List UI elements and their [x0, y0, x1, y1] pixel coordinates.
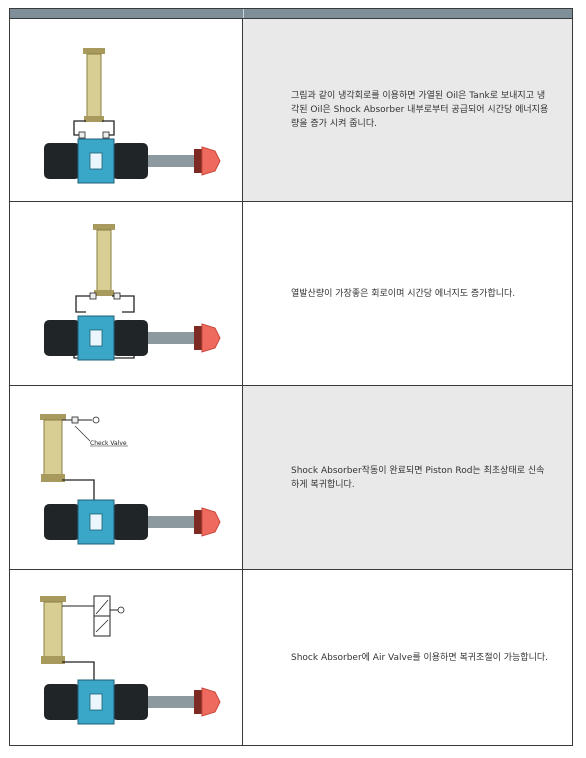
shock-absorber-diagram	[44, 224, 221, 361]
row-description: 그림과 같이 냉각회로를 이용하면 가열된 Oil은 Tank로 보내지고 냉각…	[291, 91, 549, 129]
circuit-table: 그림과 같이 냉각회로를 이용하면 가열된 Oil은 Tank로 보내지고 냉각…	[9, 8, 573, 746]
table-row: Shock Absorber에 Air Valve를 이용하면 복귀조절이 가능…	[10, 569, 572, 745]
row-description: Shock Absorber에 Air Valve를 이용하면 복귀조절이 가능…	[291, 652, 548, 663]
shock-absorber-diagram	[44, 48, 221, 184]
circuit-image-check-valve: Check Valve	[10, 386, 243, 569]
shock-absorber-diagram: Check Valve	[40, 414, 221, 545]
circuit-image-heat-dissipation	[10, 202, 243, 385]
table-row: Check Valve Shock Absorber작동이 완료되면 Pisto…	[10, 385, 572, 569]
row-description-cell: Shock Absorber작동이 완료되면 Piston Rod는 최초상태로…	[243, 386, 572, 569]
table-row: 그림과 같이 냉각회로를 이용하면 가열된 Oil은 Tank로 보내지고 냉각…	[10, 18, 572, 201]
row-description-cell: 그림과 같이 냉각회로를 이용하면 가열된 Oil은 Tank로 보내지고 냉각…	[243, 19, 572, 201]
table-header	[10, 9, 572, 18]
row-description-cell: 열발산량이 가장좋은 회로이며 시간당 에너지도 증가합니다.	[243, 202, 572, 385]
row-description-cell: Shock Absorber에 Air Valve를 이용하면 복귀조절이 가능…	[243, 570, 572, 745]
row-description: 열발산량이 가장좋은 회로이며 시간당 에너지도 증가합니다.	[291, 288, 516, 299]
row-description: Shock Absorber작동이 완료되면 Piston Rod는 최초상태로…	[291, 465, 545, 490]
header-divider	[243, 9, 244, 18]
circuit-image-air-valve	[10, 570, 243, 745]
check-valve-label: Check Valve	[90, 440, 127, 447]
table-row: 열발산량이 가장좋은 회로이며 시간당 에너지도 증가합니다.	[10, 201, 572, 385]
shock-absorber-diagram	[40, 595, 221, 725]
circuit-image-cooling	[10, 19, 243, 201]
